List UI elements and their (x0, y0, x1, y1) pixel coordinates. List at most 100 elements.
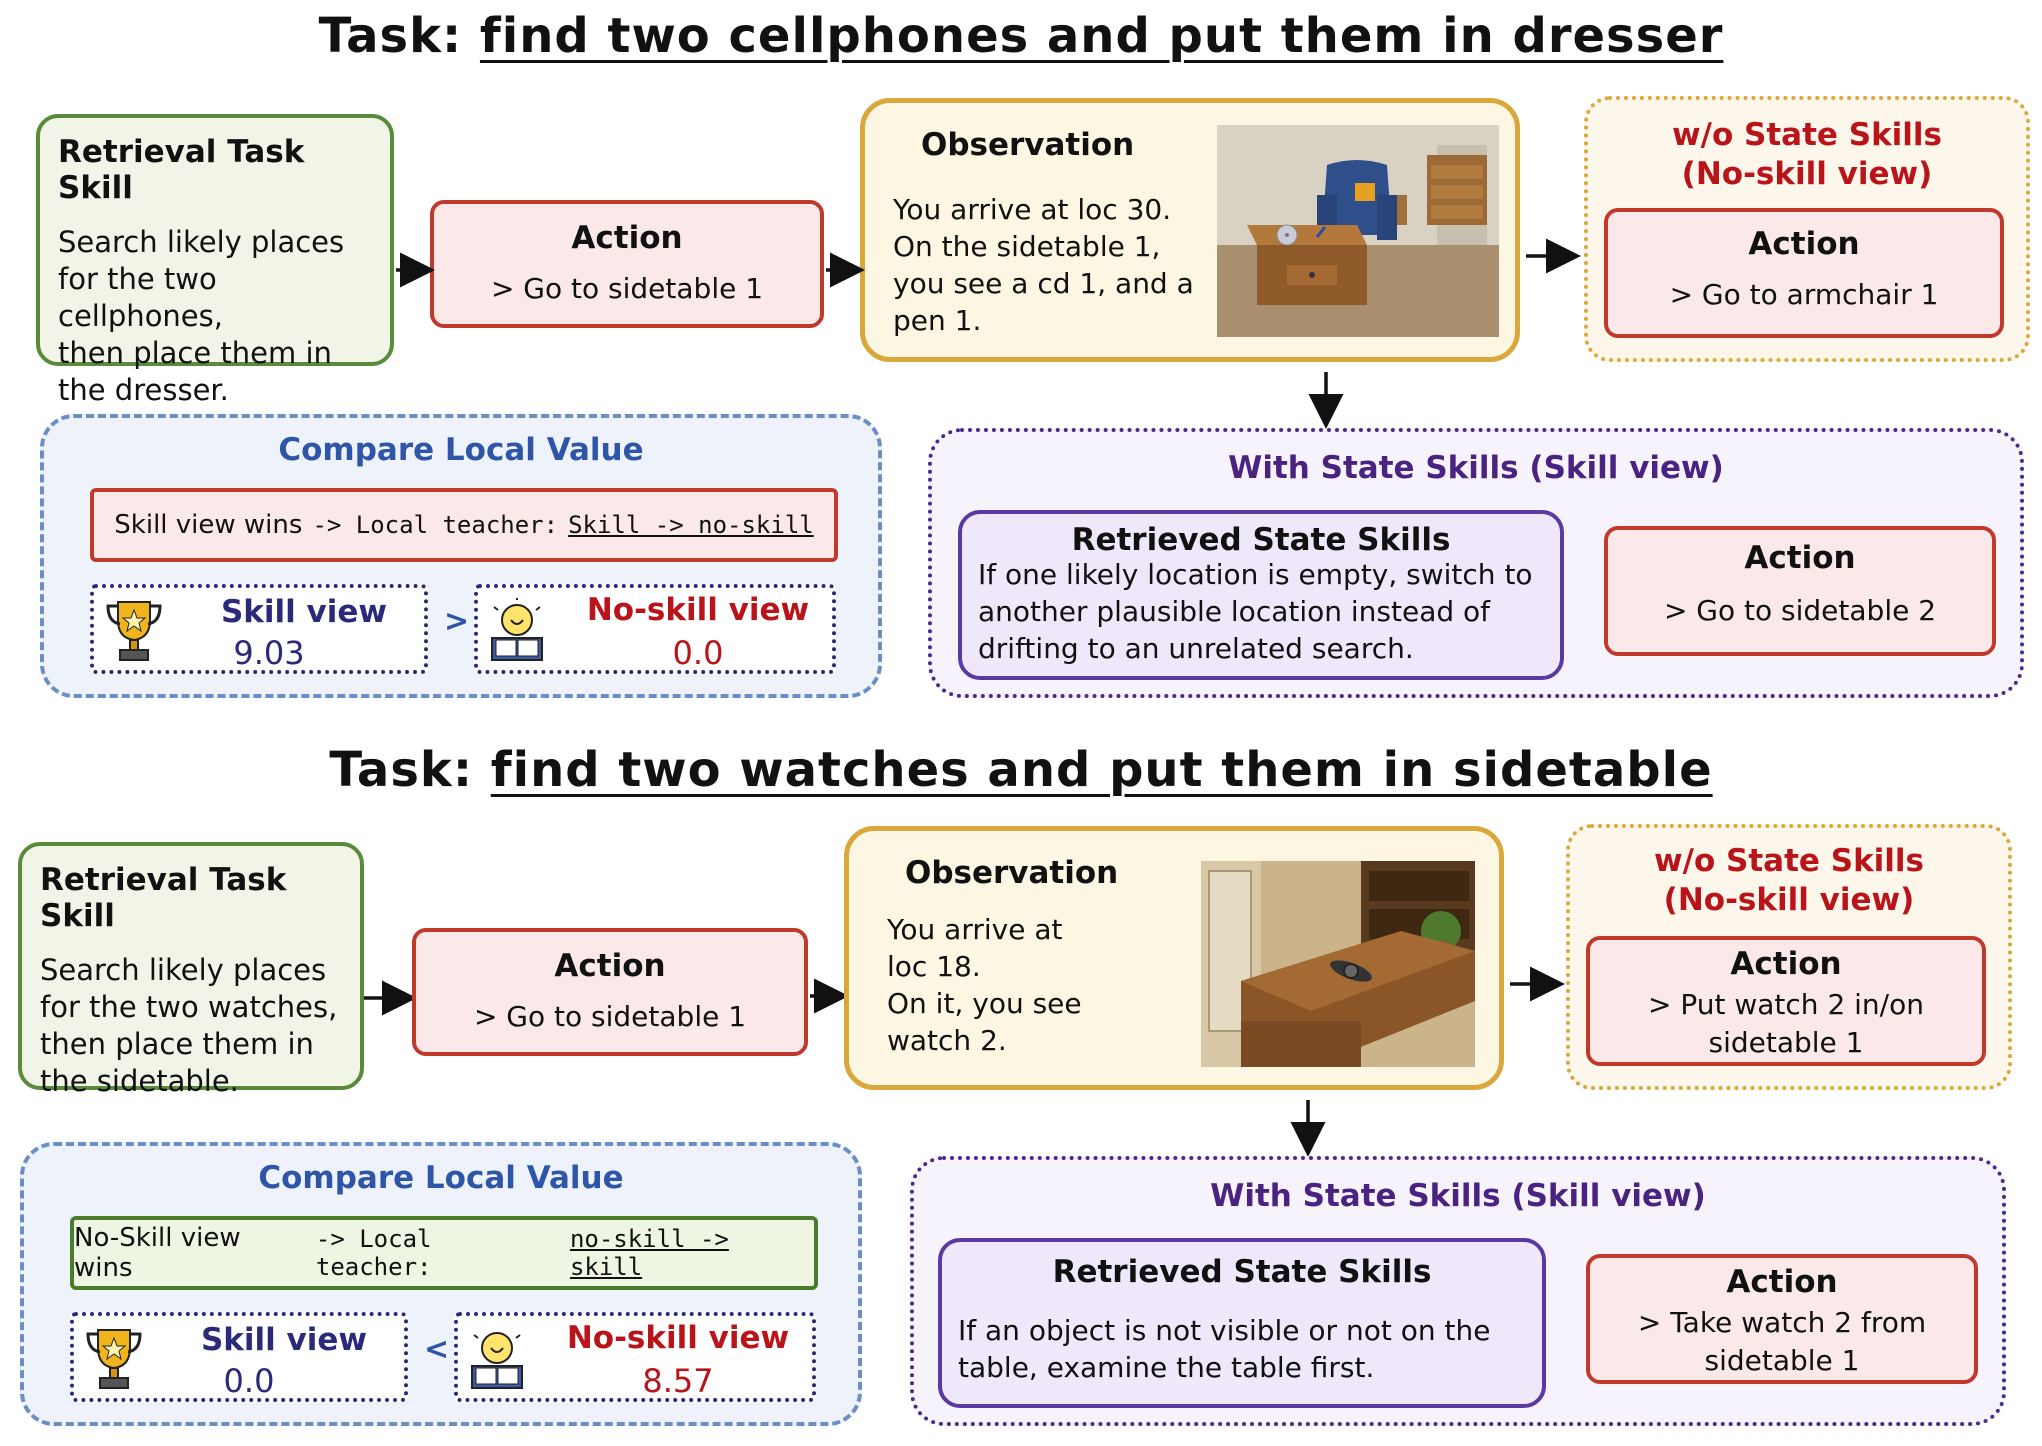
no-skill-view-value: 0.0 (672, 634, 724, 672)
action-value: > Go to sidetable 1 (473, 1000, 747, 1033)
wins-banner: Skill view wins -> Local teacher: Skill … (90, 488, 838, 562)
trophy-icon (106, 601, 162, 661)
no-skill-view-value-box: No-skill view 0.0 (474, 584, 836, 674)
action-title: Action (1730, 946, 1842, 982)
wo-state-skills-box: w/o State Skills (No-skill view) Action … (1566, 824, 2012, 1090)
observation-line: loc 18. (887, 950, 981, 983)
wo-title-line: w/o State Skills (1671, 117, 1943, 153)
action-title: Action (571, 220, 683, 256)
wo-title: w/o State Skills (No-skill view) (1588, 116, 2026, 194)
wo-title-line: (No-skill view) (1681, 156, 1933, 192)
skill-view-value: 9.03 (233, 634, 305, 672)
state-skills-line: drifting to an unrelated search. (978, 632, 1414, 665)
observation-line: pen 1. (893, 304, 982, 337)
no-skill-view-label: No-skill view (586, 592, 810, 628)
retrieval-title: Retrieval Task Skill (40, 862, 287, 934)
task-title-1: Task: find two cellphones and put them i… (0, 8, 2042, 64)
state-skills-line: table, examine the table first. (958, 1351, 1375, 1384)
observation-text: You arrive at loc 30. On the sidetable 1… (893, 191, 1194, 339)
no-skill-view-value-box: No-skill view 8.57 (454, 1312, 816, 1402)
action-title: Action (1726, 1264, 1838, 1300)
retrieval-line: for the two watches, (40, 990, 338, 1024)
state-skills-title: Retrieved State Skills (1071, 522, 1451, 558)
action-box: Action > Go to sidetable 1 (430, 200, 824, 328)
compare-title: Compare Local Value (258, 1160, 624, 1196)
action-value: > Take watch 2 from (1637, 1306, 1927, 1339)
retrieved-state-skills-box: Retrieved State Skills If one likely loc… (958, 510, 1564, 680)
observation-line: you see a cd 1, and a (893, 267, 1194, 300)
observation-line: You arrive at loc 30. (893, 193, 1172, 226)
wins-banner: No-Skill view wins -> Local teacher: no-… (70, 1216, 818, 1290)
lightbulb-book-icon (471, 1332, 523, 1389)
retrieval-line: the dresser. (58, 373, 229, 407)
local-teacher-value: Skill -> no-skill (568, 511, 814, 539)
observation-box: Observation You arrive at loc 30. On the… (860, 98, 1520, 362)
with-state-skills-box: With State Skills (Skill view) Retrieved… (910, 1156, 2006, 1426)
observation-title: Observation (905, 855, 1119, 891)
state-skills-title: Retrieved State Skills (1052, 1254, 1432, 1290)
action-value: > Go to sidetable 1 (490, 272, 764, 305)
with-action-box: Action > Take watch 2 from sidetable 1 (1586, 1254, 1978, 1384)
action-value: > Go to armchair 1 (1669, 278, 1939, 311)
action-title: Action (1744, 540, 1856, 576)
with-state-skills-box: With State Skills (Skill view) Retrieved… (928, 428, 2024, 698)
comparison-sign: > (444, 604, 470, 639)
task-prefix: Task: (318, 8, 463, 64)
wins-text: No-Skill view wins (74, 1223, 241, 1283)
comparison-sign: < (424, 1332, 450, 1367)
with-title: With State Skills (Skill view) (1228, 450, 1724, 486)
action-value: > Put watch 2 in/on (1647, 988, 1924, 1021)
retrieval-task-skill-box: Retrieval Task Skill Search likely place… (18, 842, 364, 1098)
skill-view-value-box: Skill view 9.03 (90, 584, 428, 674)
living-room-scene-image (1217, 125, 1499, 337)
action-title: Action (554, 948, 666, 984)
wo-state-skills-box: w/o State Skills (No-skill view) Action … (1584, 96, 2030, 362)
trophy-icon (86, 1329, 142, 1389)
skill-view-value-box: Skill view 0.0 (70, 1312, 408, 1402)
state-skills-text: If an object is not visible or not on th… (958, 1312, 1490, 1386)
action-value: sidetable 1 (1708, 1026, 1864, 1059)
wo-title: w/o State Skills (No-skill view) (1570, 842, 2008, 920)
sidetable-watch-scene-image (1201, 861, 1475, 1067)
with-title: With State Skills (Skill view) (1210, 1178, 1706, 1214)
observation-text: You arrive at loc 18. On it, you see wat… (887, 911, 1082, 1059)
retrieval-line: then place them in (40, 1027, 314, 1061)
task-text: find two cellphones and put them in dres… (479, 8, 1724, 64)
wo-title-line: (No-skill view) (1663, 882, 1915, 918)
wo-title-line: w/o State Skills (1653, 843, 1925, 879)
wo-action-box: Action > Go to armchair 1 (1604, 208, 2004, 338)
observation-line: watch 2. (887, 1024, 1007, 1057)
action-value: sidetable 1 (1704, 1344, 1860, 1377)
compare-local-value-box: Compare Local Value No-Skill view wins -… (20, 1142, 862, 1426)
compare-title: Compare Local Value (278, 432, 644, 468)
task-title-2: Task: find two watches and put them in s… (0, 742, 2042, 798)
retrieval-line: Search likely places (40, 953, 327, 987)
with-action-box: Action > Go to sidetable 2 (1604, 526, 1996, 656)
retrieval-line: the sidetable. (40, 1064, 239, 1098)
retrieval-line: then place them in (58, 336, 332, 370)
local-teacher-label: -> Local teacher: (312, 511, 559, 539)
observation-box: Observation You arrive at loc 18. On it,… (844, 826, 1504, 1090)
retrieved-state-skills-box: Retrieved State Skills If an object is n… (938, 1238, 1546, 1408)
state-skills-line: If one likely location is empty, switch … (978, 558, 1533, 591)
state-skills-line: another plausible location instead of (978, 595, 1491, 628)
local-teacher-label: -> Local teacher: (315, 1225, 432, 1281)
task-text: find two watches and put them in sidetab… (490, 742, 1713, 798)
lightbulb-book-icon (491, 598, 543, 661)
state-skills-text: If one likely location is empty, switch … (978, 556, 1533, 667)
compare-local-value-box: Compare Local Value Skill view wins -> L… (40, 414, 882, 698)
observation-title: Observation (921, 127, 1135, 163)
wins-text: Skill view wins (114, 510, 303, 540)
skill-view-label: Skill view (200, 1322, 368, 1358)
skill-view-label: Skill view (220, 594, 388, 630)
action-title: Action (1748, 226, 1860, 262)
observation-line: On it, you see (887, 987, 1082, 1020)
skill-view-value: 0.0 (223, 1362, 275, 1400)
local-teacher-value: no-skill -> skill (569, 1225, 729, 1281)
no-skill-view-label: No-skill view (566, 1320, 790, 1356)
observation-line: You arrive at (887, 913, 1063, 946)
retrieval-line: for the two cellphones, (58, 262, 223, 333)
retrieval-task-skill-box: Retrieval Task Skill Search likely place… (36, 114, 394, 407)
action-box: Action > Go to sidetable 1 (412, 928, 808, 1056)
